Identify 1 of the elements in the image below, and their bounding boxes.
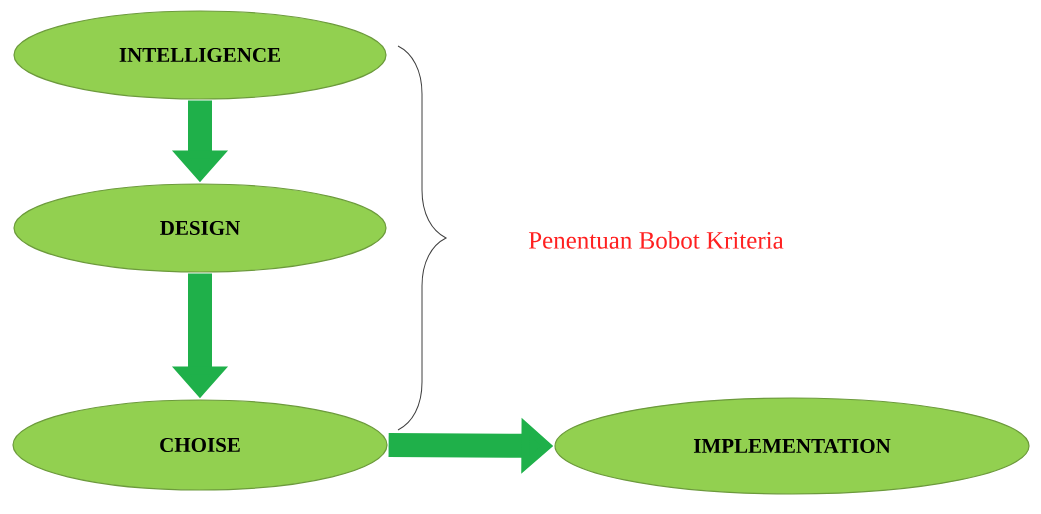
annotation-text: Penentuan Bobot Kriteria: [528, 231, 784, 249]
